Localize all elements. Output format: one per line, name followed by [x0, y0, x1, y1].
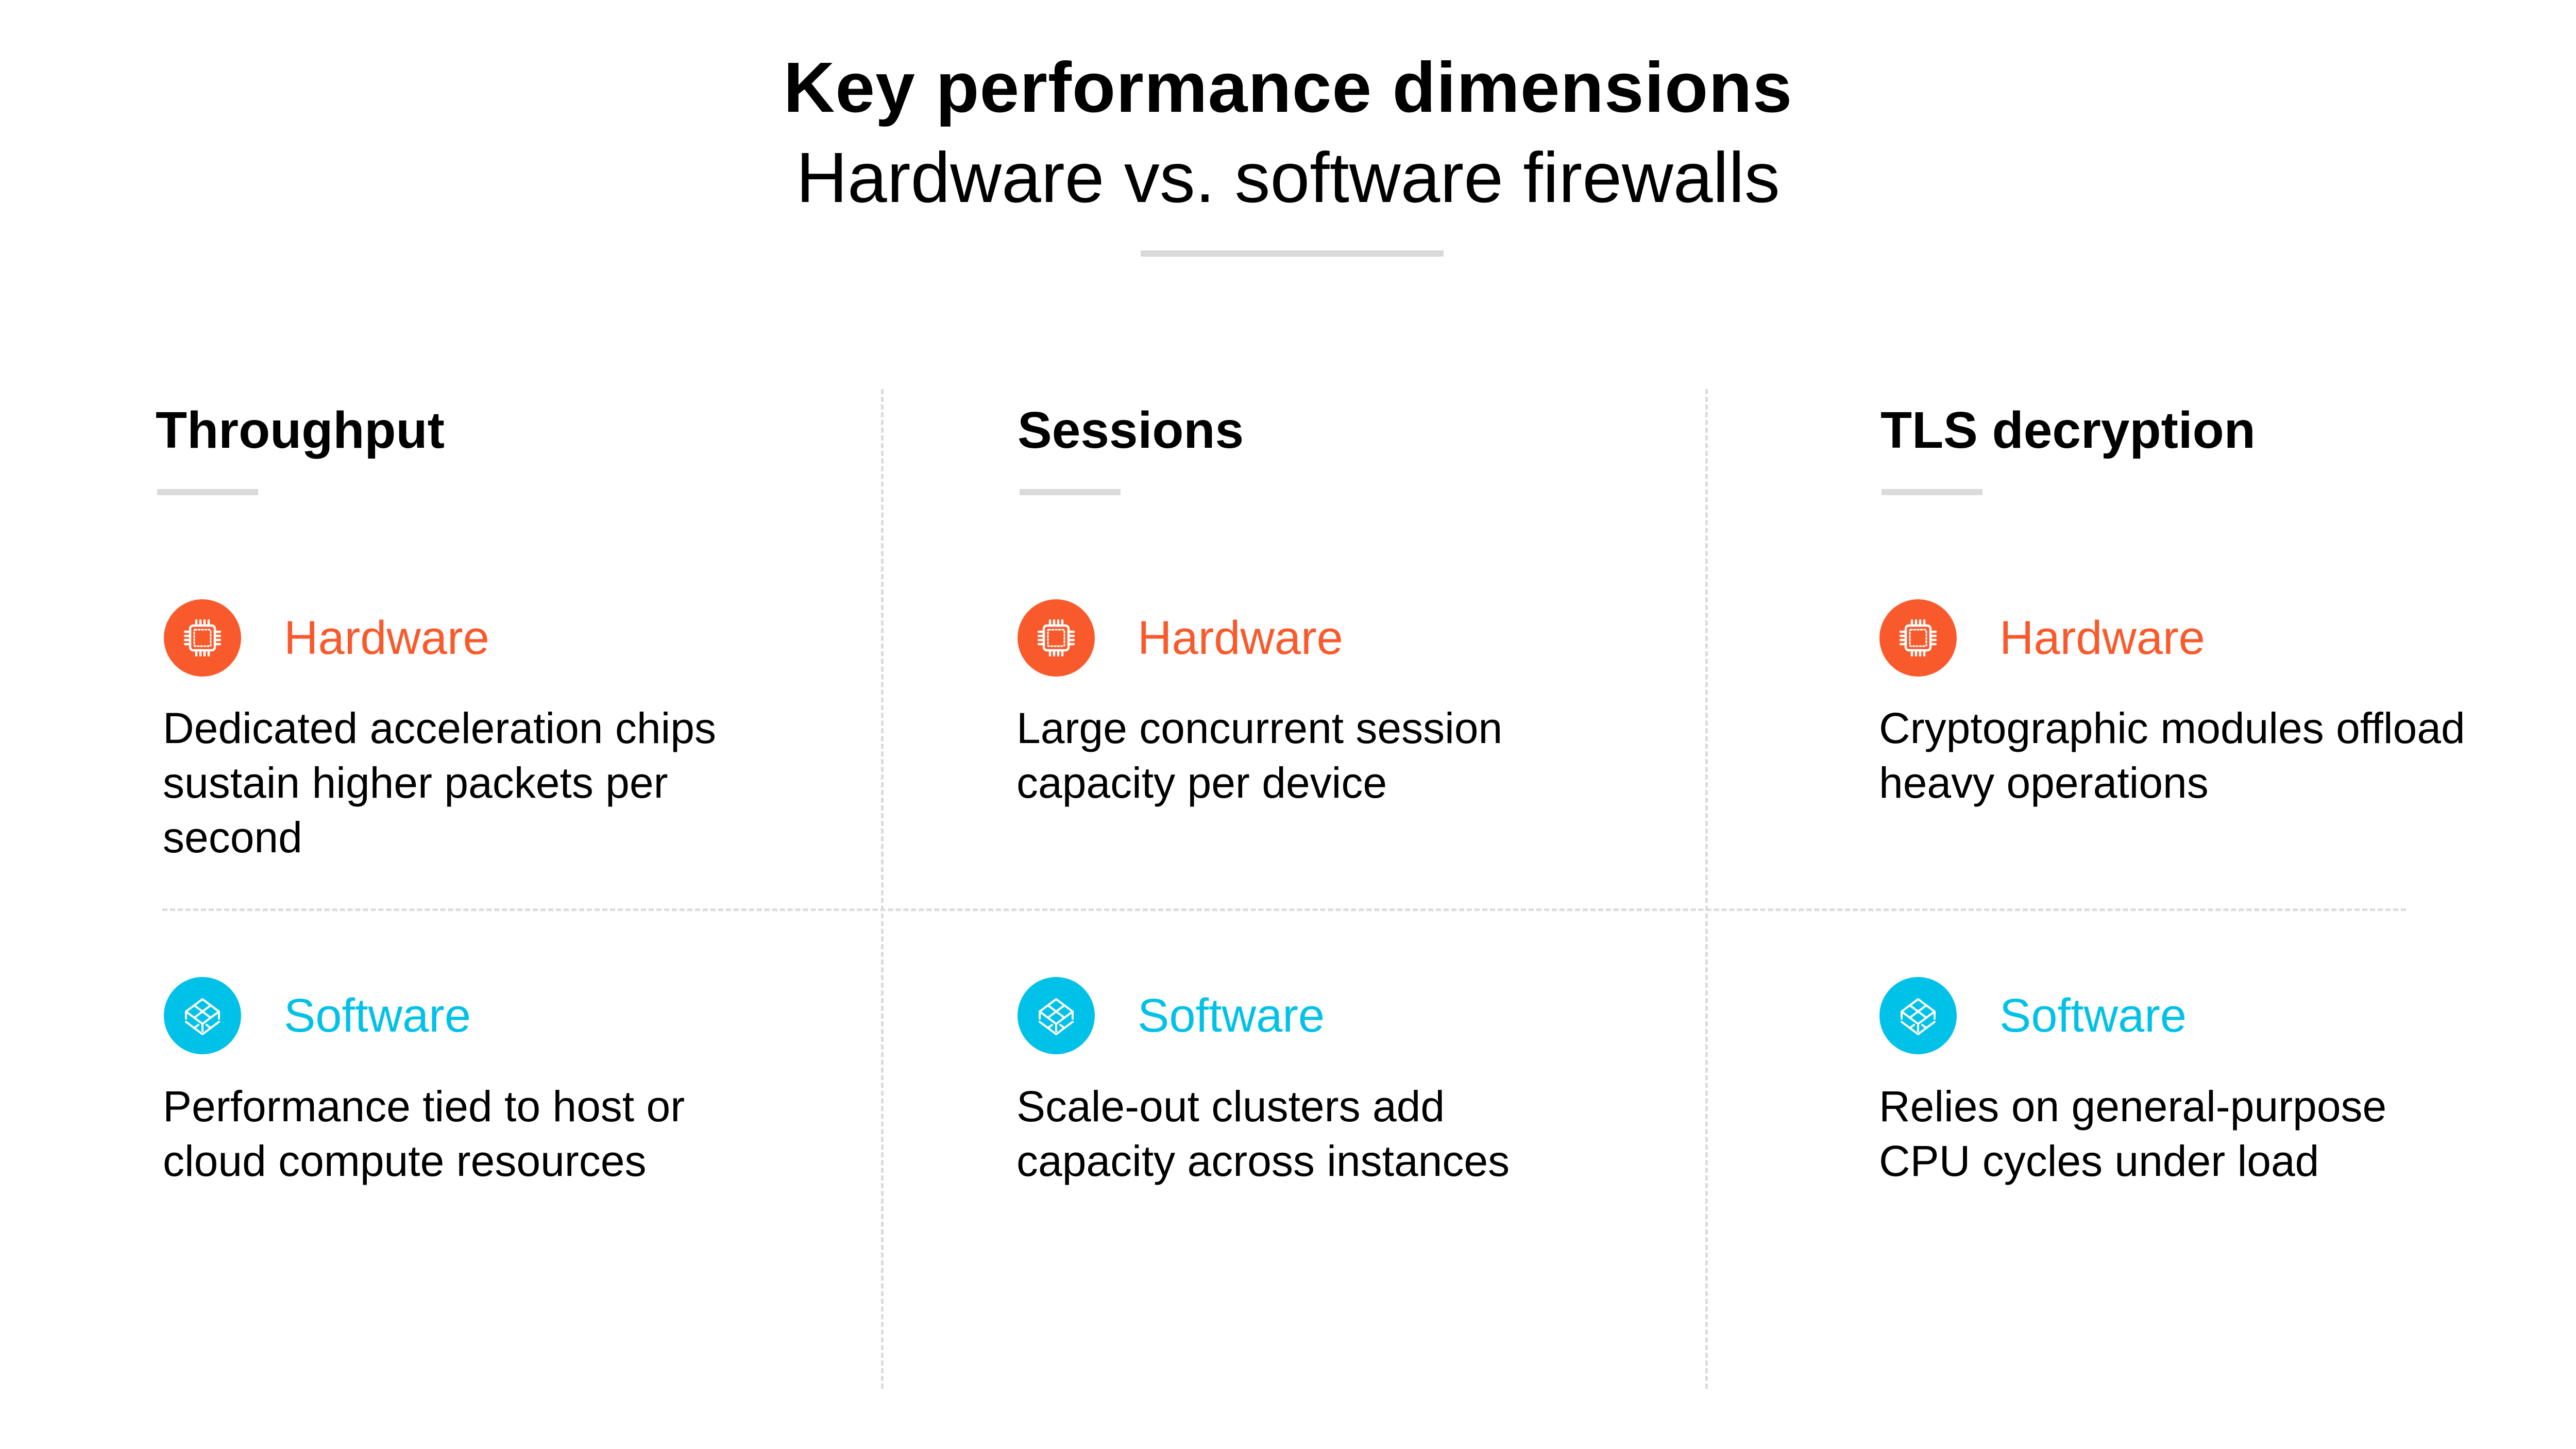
hardware-heading: Hardware	[164, 599, 489, 677]
header-divider	[1141, 250, 1444, 257]
column-title-rule	[1882, 489, 1982, 495]
hardware-description: Large concurrent session capacity per de…	[1016, 704, 1503, 807]
cube-grid-icon	[164, 977, 241, 1054]
column-title: Throughput	[156, 401, 445, 459]
software-label: Software	[1138, 989, 1325, 1042]
cpu-chip-icon	[164, 599, 241, 677]
software-heading: Software	[1879, 977, 2187, 1054]
software-heading: Software	[164, 977, 471, 1054]
page-title: Key performance dimensions	[783, 48, 1793, 127]
software-description: Performance tied to host or cloud comput…	[163, 1082, 685, 1185]
hardware-heading: Hardware	[1879, 599, 2205, 677]
cube-grid-icon	[1879, 977, 1957, 1054]
hardware-label: Hardware	[1138, 612, 1343, 664]
cube-grid-icon	[1018, 977, 1095, 1054]
cpu-chip-icon	[1879, 599, 1957, 677]
page-subtitle: Hardware vs. software firewalls	[796, 138, 1780, 217]
hardware-label: Hardware	[1999, 612, 2205, 664]
hardware-description: Cryptographic modules offload heavy oper…	[1879, 704, 2465, 807]
header: Key performance dimensions Hardware vs. …	[0, 41, 2576, 222]
software-label: Software	[284, 989, 471, 1042]
software-heading: Software	[1018, 977, 1325, 1054]
software-description: Relies on general-purpose CPU cycles und…	[1879, 1082, 2387, 1185]
hardware-description: Dedicated acceleration chips sustain hig…	[163, 704, 716, 862]
row-divider	[162, 908, 2406, 911]
hardware-label: Hardware	[284, 612, 489, 664]
column-divider-2	[1705, 389, 1708, 1389]
software-description: Scale-out clusters add capacity across i…	[1016, 1082, 1510, 1185]
software-label: Software	[1999, 989, 2187, 1042]
column-title-rule	[1020, 489, 1121, 495]
column-title-rule	[157, 489, 258, 495]
column-title: TLS decryption	[1880, 401, 2256, 459]
column-title: Sessions	[1018, 401, 1244, 459]
column-divider-1	[881, 389, 884, 1389]
cpu-chip-icon	[1018, 599, 1095, 677]
hardware-heading: Hardware	[1018, 599, 1343, 677]
